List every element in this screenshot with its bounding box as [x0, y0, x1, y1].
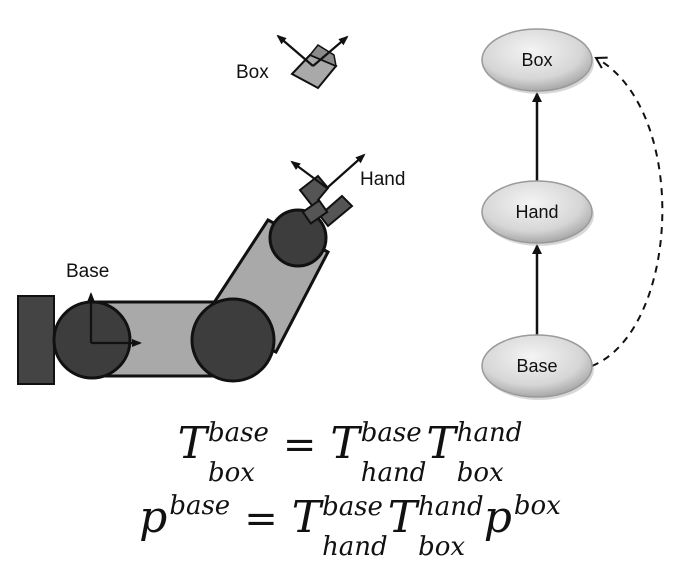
eq1-lhs-sub: box	[207, 457, 255, 488]
hand-frame-label: Hand	[360, 169, 405, 190]
eq1-term2-symbol: T	[426, 418, 456, 469]
node-box: Box	[481, 28, 594, 94]
eq2-term2-sup: hand	[418, 491, 484, 522]
eq2-lhs-sup: base	[169, 491, 231, 521]
node-hand-label: Hand	[515, 202, 558, 222]
eq2-term1-sub: hand	[322, 531, 388, 562]
eq2-term3-symbol: p	[483, 492, 512, 543]
node-base: Base	[481, 334, 594, 400]
eq2-term1-sup: base	[322, 491, 383, 522]
eq1-lhs-symbol: T	[177, 418, 207, 469]
frame-graph: Box Hand Base	[481, 28, 664, 400]
wrist-joint	[268, 208, 328, 268]
base-frame-axes	[87, 292, 142, 347]
eq2-lhs-symbol: p	[139, 492, 168, 543]
edge-base-box-dashed	[591, 56, 664, 367]
eq1-term2-sup: hand	[456, 417, 523, 448]
base-plate	[17, 295, 55, 385]
node-base-label: Base	[516, 356, 557, 376]
eq1-lhs-sup: base	[207, 417, 269, 448]
eq2-term2-sub: box	[418, 531, 466, 562]
box-frame-label: Box	[236, 62, 269, 83]
node-box-label: Box	[521, 50, 552, 70]
eq1-term2-sub: box	[456, 457, 504, 488]
gripper-mount	[301, 199, 329, 225]
box-frame-axes	[276, 34, 349, 67]
node-hand: Hand	[481, 180, 594, 246]
box-object	[290, 44, 338, 90]
eq2-term1-symbol: T	[291, 492, 322, 543]
elbow-joint	[190, 297, 276, 383]
eq2-equals: =	[244, 496, 278, 542]
hand-frame-axes	[290, 153, 366, 189]
eq1-term1-sub: hand	[360, 457, 427, 488]
base-frame-label: Base	[66, 261, 109, 282]
eq1-term1-sup: base	[360, 417, 422, 448]
robot-arm	[17, 174, 354, 385]
eq1-equals: =	[282, 422, 317, 468]
eq2-term2-symbol: T	[387, 492, 418, 543]
eq2-term3-sup: box	[513, 491, 561, 521]
eq1-term1-symbol: T	[330, 418, 360, 469]
